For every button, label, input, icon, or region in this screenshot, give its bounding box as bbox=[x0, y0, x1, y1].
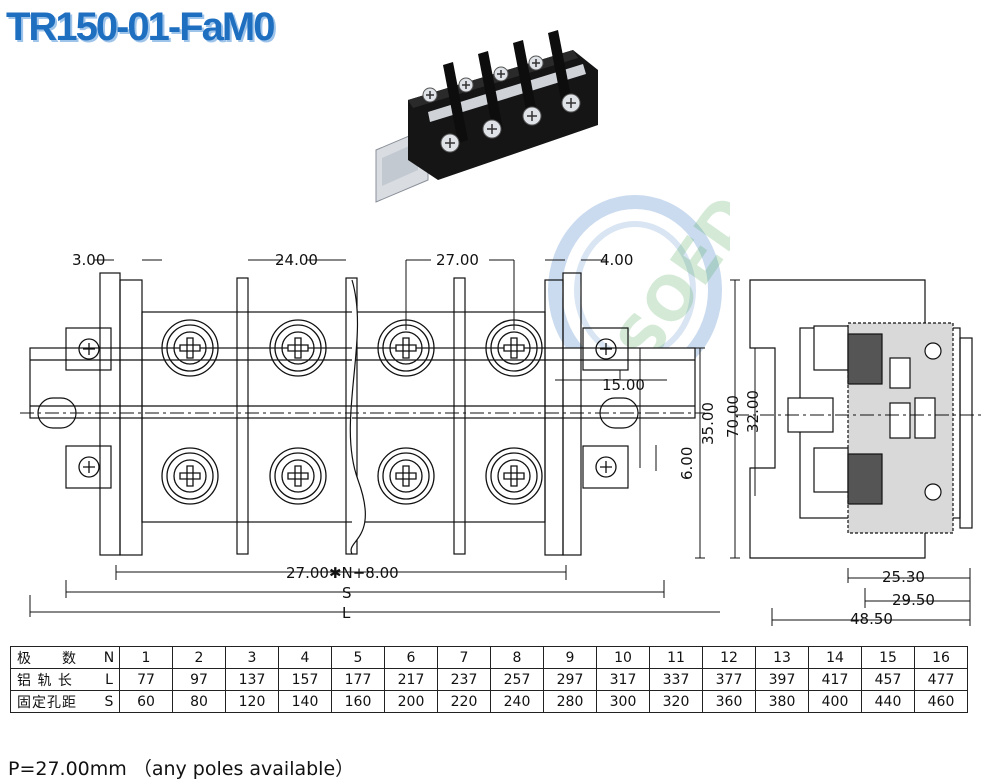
side-view-drawing: 70.00 32.00 25.30 29.50 48.50 bbox=[724, 279, 982, 628]
table-cell: 9 bbox=[543, 646, 597, 669]
row-label: 铝 轨 长 bbox=[10, 668, 99, 691]
row-symbol: L bbox=[99, 668, 120, 691]
dim-27: 27.00 bbox=[436, 251, 479, 269]
dim-3: 3.00 bbox=[72, 251, 105, 269]
table-cell: 460 bbox=[914, 690, 968, 713]
watermark-logo: SOED bbox=[548, 185, 730, 385]
table-cell: 7 bbox=[437, 646, 491, 669]
table-cell: 1 bbox=[119, 646, 173, 669]
table-cell: 320 bbox=[649, 690, 703, 713]
table-cell: 157 bbox=[278, 668, 332, 691]
table-cell: 200 bbox=[384, 690, 438, 713]
table-cell: 97 bbox=[172, 668, 226, 691]
dim-70: 70.00 bbox=[724, 395, 742, 438]
table-cell: 3 bbox=[225, 646, 279, 669]
row-label: 固定孔距 bbox=[10, 690, 99, 713]
table-cell: 14 bbox=[808, 646, 862, 669]
dim-15: 15.00 bbox=[602, 376, 645, 394]
dim-6: 6.00 bbox=[678, 447, 696, 480]
table-cell: 237 bbox=[437, 668, 491, 691]
table-cell: 10 bbox=[596, 646, 650, 669]
dim-pitch-formula: 27.00✱N+8.00 bbox=[286, 564, 399, 582]
table-cell: 257 bbox=[490, 668, 544, 691]
table-cell: 417 bbox=[808, 668, 862, 691]
product-title: TR150-01-FaM0 bbox=[6, 5, 275, 49]
dim-S: S bbox=[342, 584, 352, 602]
dim-L: L bbox=[342, 604, 351, 622]
dim-25-3: 25.30 bbox=[882, 568, 925, 586]
dim-24: 24.00 bbox=[275, 251, 318, 269]
table-cell: 60 bbox=[119, 690, 173, 713]
table-cell: 13 bbox=[755, 646, 809, 669]
table-cell: 317 bbox=[596, 668, 650, 691]
dim-35: 35.00 bbox=[699, 402, 717, 445]
row-symbol: S bbox=[99, 690, 120, 713]
table-cell: 400 bbox=[808, 690, 862, 713]
table-cell: 12 bbox=[702, 646, 756, 669]
table-cell: 477 bbox=[914, 668, 968, 691]
table-cell: 77 bbox=[119, 668, 173, 691]
table-cell: 217 bbox=[384, 668, 438, 691]
pitch-footnote: P=27.00mm （any poles available） bbox=[8, 758, 355, 780]
dim-29-5: 29.50 bbox=[892, 591, 935, 609]
table-cell: 280 bbox=[543, 690, 597, 713]
table-cell: 337 bbox=[649, 668, 703, 691]
product-photo bbox=[375, 30, 598, 203]
table-cell: 120 bbox=[225, 690, 279, 713]
table-cell: 11 bbox=[649, 646, 703, 669]
table-cell: 397 bbox=[755, 668, 809, 691]
table-cell: 137 bbox=[225, 668, 279, 691]
table-cell: 8 bbox=[490, 646, 544, 669]
row-symbol: N bbox=[99, 646, 120, 669]
table-cell: 297 bbox=[543, 668, 597, 691]
table-cell: 2 bbox=[172, 646, 226, 669]
table-cell: 440 bbox=[861, 690, 915, 713]
table-cell: 360 bbox=[702, 690, 756, 713]
front-view-drawing: 3.00 24.00 27.00 4.00 15.00 35.00 6.00 2… bbox=[20, 251, 720, 622]
table-cell: 177 bbox=[331, 668, 385, 691]
table-cell: 80 bbox=[172, 690, 226, 713]
table-cell: 240 bbox=[490, 690, 544, 713]
table-cell: 15 bbox=[861, 646, 915, 669]
table-cell: 377 bbox=[702, 668, 756, 691]
table-cell: 5 bbox=[331, 646, 385, 669]
dim-4: 4.00 bbox=[600, 251, 633, 269]
table-cell: 300 bbox=[596, 690, 650, 713]
table-cell: 160 bbox=[331, 690, 385, 713]
table-cell: 220 bbox=[437, 690, 491, 713]
dim-32: 32.00 bbox=[744, 390, 762, 433]
table-cell: 6 bbox=[384, 646, 438, 669]
row-label: 极 数 bbox=[10, 646, 99, 669]
table-cell: 457 bbox=[861, 668, 915, 691]
table-cell: 4 bbox=[278, 646, 332, 669]
dim-48-5: 48.50 bbox=[850, 610, 893, 628]
table-cell: 16 bbox=[914, 646, 968, 669]
table-cell: 140 bbox=[278, 690, 332, 713]
table-cell: 380 bbox=[755, 690, 809, 713]
